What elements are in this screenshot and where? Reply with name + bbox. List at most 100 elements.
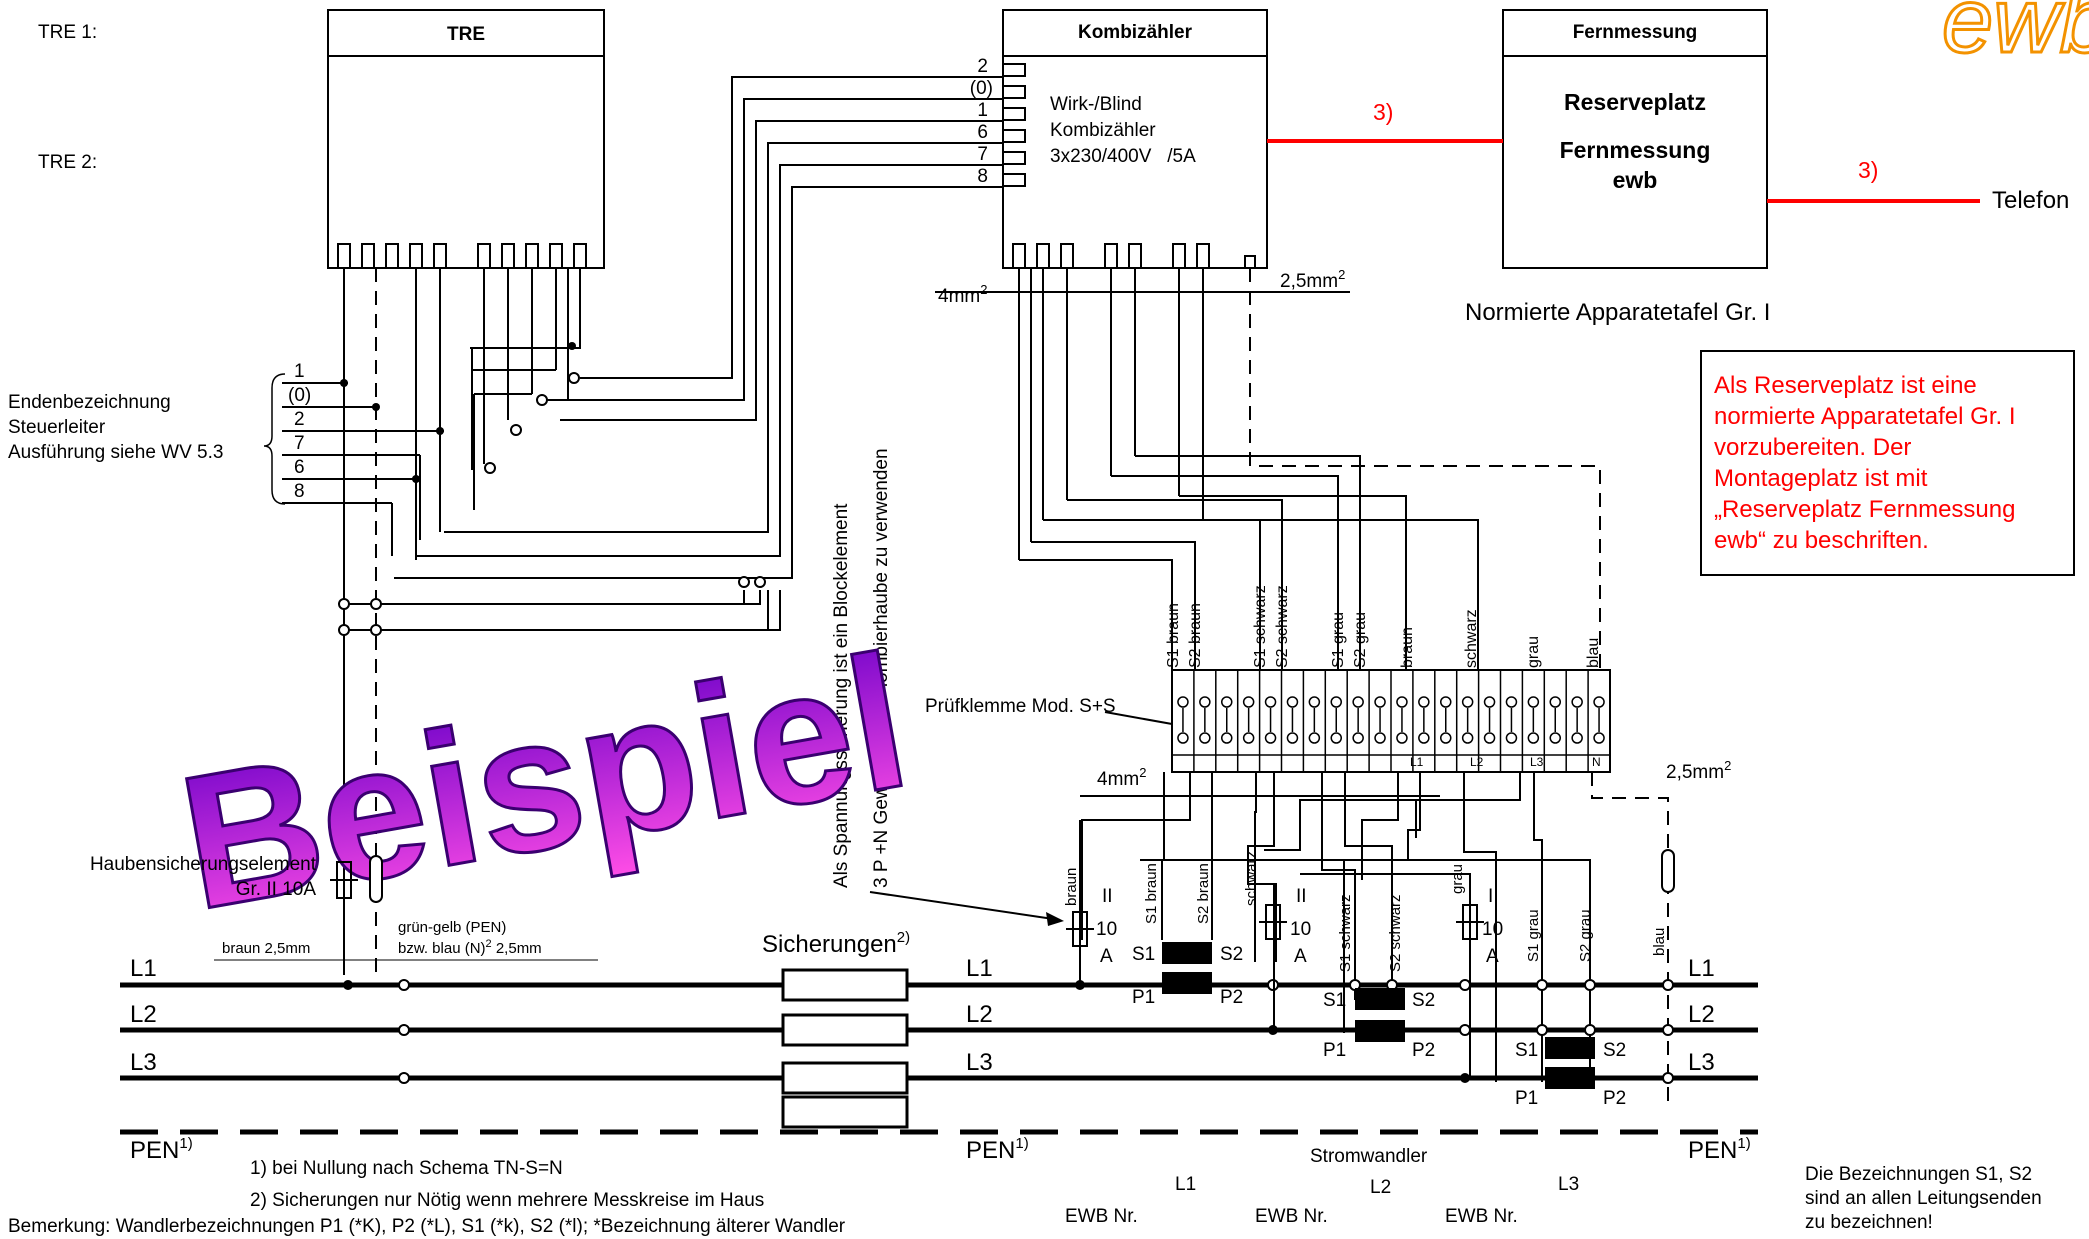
klemme-screw — [1374, 696, 1386, 708]
ct-p1: P1 — [1323, 1040, 1346, 1061]
klemme-screw — [1593, 732, 1605, 744]
fuse-ii: II — [1296, 886, 1307, 907]
ct-s1: S1 — [1323, 990, 1346, 1011]
terminal-label: schwarz — [1463, 609, 1480, 668]
steuer-label-3: Ausführung siehe WV 5.3 — [8, 442, 223, 463]
note-arrow — [869, 891, 1061, 921]
tre-1-label: TRE 1: — [38, 22, 97, 43]
klemme-screw — [1418, 696, 1430, 708]
terminal-label: S1 grau — [1330, 612, 1347, 668]
steuer-ends: 1 (0) 2 7 6 8 — [288, 361, 311, 502]
klemme-screw — [1242, 732, 1255, 744]
klemme-screw — [1549, 732, 1561, 744]
voltage-fuse-l1 — [1066, 820, 1094, 985]
sicherungen-label: Sicherungen2) — [762, 929, 910, 958]
fuse-10: 10 — [1290, 919, 1311, 940]
ct-p2: P2 — [1412, 1040, 1435, 1061]
ct-s1: S1 — [1515, 1040, 1538, 1061]
haubensicherung-symbol — [330, 861, 358, 899]
fuse-ratings: II 10 A II 10 A II 10 A — [1096, 886, 1503, 967]
klemme-screw — [1177, 696, 1189, 708]
klemme-screw — [1264, 732, 1277, 744]
steuer-brace — [263, 373, 286, 505]
steuer-wires — [282, 76, 975, 975]
klemme-screw — [1527, 732, 1540, 744]
steuer-label-2: Steuerleiter — [8, 417, 106, 438]
klemme-screw — [1418, 732, 1430, 744]
klemme-phase: L2 — [1470, 755, 1484, 769]
klemme-screw — [1352, 732, 1364, 744]
klemme-screw — [1440, 696, 1452, 708]
klemme-screw — [1308, 696, 1321, 708]
klemme-screw — [1330, 732, 1342, 744]
pruefklemme — [1171, 669, 1611, 773]
line-l2-right: L2 — [1688, 1001, 1715, 1028]
klemme-screw — [1396, 696, 1408, 708]
terminal-label: braun — [1399, 627, 1416, 668]
klemme-phase: L3 — [1530, 755, 1544, 769]
terminal-label: S2 braun — [1187, 603, 1204, 668]
wire-label-s2-schwarz: S2 schwarz — [1387, 894, 1404, 972]
blau-fuse — [1661, 849, 1675, 893]
bus-lines — [120, 982, 1758, 1135]
ct-s2: S2 — [1603, 1040, 1626, 1061]
fuse-a: A — [1294, 946, 1307, 967]
kombi-terminal: 2 — [977, 56, 988, 77]
ewb-nr: EWB Nr. — [1065, 1206, 1138, 1227]
kombi-line-2: Kombizähler — [1050, 120, 1156, 141]
line-labels: L1 L2 L3 L1 L2 L3 L1 L2 L3 — [130, 955, 1715, 1076]
line-l3-mid: L3 — [966, 1049, 993, 1076]
ct-s2: S2 — [1412, 990, 1435, 1011]
junction-dots — [340, 342, 576, 483]
fuse-element-line-1: Haubensicherungselement — [90, 854, 317, 875]
steuer-end: 1 — [294, 361, 305, 382]
bus-hops — [398, 979, 1674, 1084]
fuse-ii: II — [1488, 886, 1499, 907]
klemme-screw — [1527, 696, 1540, 708]
fern-line-1: Reserveplatz — [1564, 89, 1706, 115]
ewb-nr-labels: L1 L2 L3 EWB Nr. EWB Nr. EWB Nr. — [1065, 1174, 1579, 1227]
klemme-screw — [1199, 696, 1211, 708]
terminal-label: S1 braun — [1165, 603, 1182, 668]
kombi-title: Kombizähler — [1078, 22, 1193, 43]
klemme-phase-labels: L1 L2 L3 N — [1410, 755, 1601, 769]
ewb-nr: EWB Nr. — [1445, 1206, 1518, 1227]
fuse-10: 10 — [1482, 919, 1503, 940]
ewb-nr: EWB Nr. — [1255, 1206, 1328, 1227]
fuse-ii: II — [1102, 886, 1113, 907]
link-ref: 3) — [1373, 99, 1393, 125]
phone-ref: 3) — [1858, 157, 1878, 183]
kombi-terminal: 6 — [977, 122, 988, 143]
kombi-bottom-wires — [935, 268, 1601, 670]
line-l3-left: L3 — [130, 1049, 157, 1076]
klemme-screw — [1483, 696, 1496, 708]
tre-title: TRE — [447, 24, 485, 45]
wire-size-25mm-mid: 2,5mm2 — [1666, 758, 1731, 783]
klemme-screw — [1549, 696, 1561, 708]
klemme-screw — [1221, 732, 1233, 744]
terminal-labels: S1 braun S2 braun S1 schwarz S2 schwarz … — [1165, 585, 1602, 668]
kombi-terminal: 7 — [977, 144, 988, 165]
terminal-label: S1 schwarz — [1252, 585, 1269, 668]
klemme-screw — [1505, 732, 1518, 744]
vertical-note-2: 3 P +N Gewinde ii mit Plombierhaube zu v… — [871, 448, 892, 888]
ewb-logo: ewb — [1942, 0, 2089, 72]
ct-p2: P2 — [1220, 987, 1243, 1008]
kombi-terminal-numbers: 2 (0) 1 6 7 8 — [970, 56, 993, 187]
stromwandler-label: Stromwandler — [1310, 1146, 1428, 1167]
ct-cores — [1162, 942, 1595, 1089]
footnote-1: 1) bei Nullung nach Schema TN-S=N — [250, 1158, 563, 1179]
vertical-note-1: Als Spannungssicherung ist ein Blockelem… — [831, 503, 852, 888]
wire-label-s1-braun: S1 braun — [1143, 863, 1160, 924]
kombi-line-1: Wirk-/Blind — [1050, 94, 1142, 115]
pen-fuse-symbol — [369, 855, 383, 903]
klemme-screw — [1242, 696, 1255, 708]
pruefklemme-arrow — [1104, 711, 1173, 725]
klemme-screw — [1396, 732, 1408, 744]
wire-label-s2-grau: S2 grau — [1577, 909, 1594, 962]
normiert-label: Normierte Apparatetafel Gr. I — [1465, 299, 1770, 326]
ewb-phase: L1 — [1175, 1174, 1196, 1195]
klemme-screw — [1571, 732, 1583, 744]
reserveplatz-note: Als Reserveplatz ist eine normierte Appa… — [1700, 350, 2075, 576]
steuer-end: 6 — [294, 457, 305, 478]
